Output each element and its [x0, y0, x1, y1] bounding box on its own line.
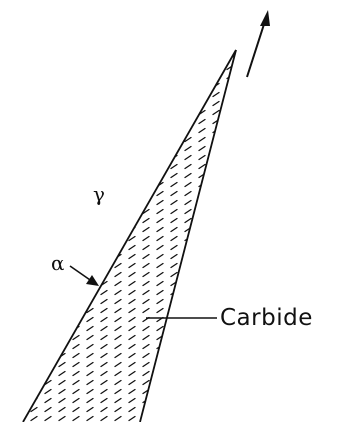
alpha-pointer-arrow-icon [70, 266, 99, 286]
gamma-phase-label: γ [93, 184, 105, 204]
carbide-hatching [0, 40, 345, 422]
growth-direction-arrow-icon [247, 10, 270, 77]
carbide-label: Carbide [220, 307, 313, 330]
alpha-phase-label: α [51, 253, 65, 273]
